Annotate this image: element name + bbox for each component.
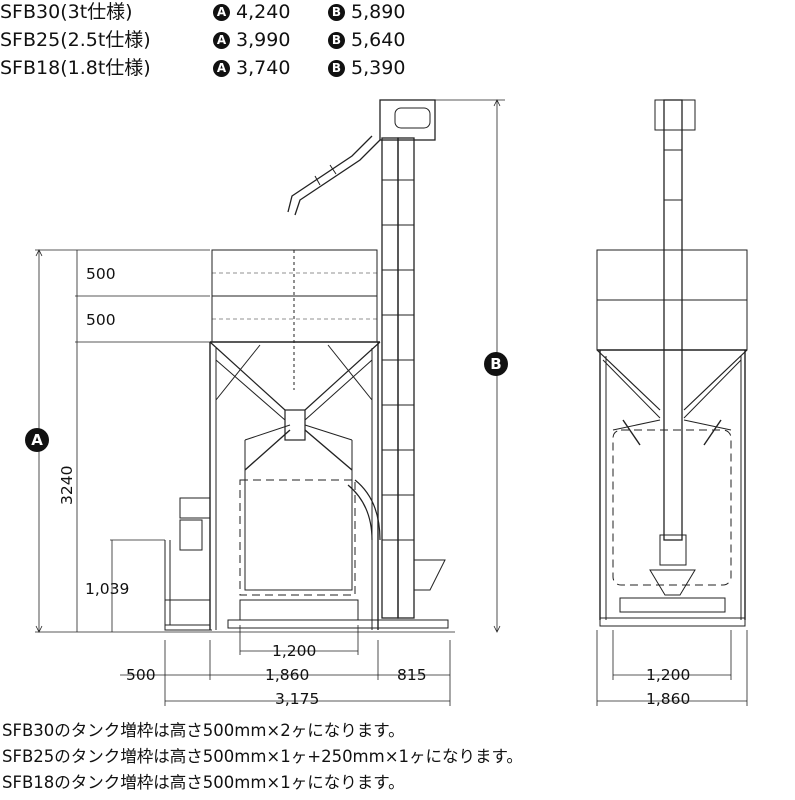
spec-model: SFB18(1.8t仕様) bbox=[0, 57, 151, 79]
spec-model: SFB25(2.5t仕様) bbox=[0, 29, 151, 51]
spec-b-value: 5,890 bbox=[351, 1, 406, 23]
dim-hopper-height: 1,039 bbox=[85, 580, 130, 598]
note-line: SFB30のタンク増枠は高さ500mm×2ヶになります。 bbox=[2, 721, 405, 740]
spec-row: SFB25(2.5t仕様) A 3,990 B 5,640 bbox=[0, 29, 405, 51]
spec-a-value: 3,990 bbox=[236, 29, 291, 51]
badge-a-icon: A bbox=[213, 4, 230, 21]
spec-b-value: 5,390 bbox=[351, 57, 406, 79]
dim-height-a-value: 3240 bbox=[58, 465, 76, 505]
spec-a-value: 3,740 bbox=[236, 57, 291, 79]
spec-model: SFB30(3t仕様) bbox=[0, 1, 133, 23]
dim-side-bag: 1,200 bbox=[272, 642, 317, 660]
spec-a: A 4,240 bbox=[213, 1, 290, 23]
dim-side-total: 3,175 bbox=[275, 690, 320, 708]
spec-a: A 3,740 bbox=[213, 57, 290, 79]
spec-a: A 3,990 bbox=[213, 29, 290, 51]
spec-b: B 5,890 bbox=[328, 1, 405, 23]
badge-b-icon: B bbox=[328, 4, 345, 21]
height-b-icon: B bbox=[484, 352, 508, 376]
badge-b-icon: B bbox=[328, 60, 345, 77]
badge-a-icon: A bbox=[213, 60, 230, 77]
badge-b-icon: B bbox=[328, 32, 345, 49]
dim-side-right: 815 bbox=[397, 666, 427, 684]
spec-b: B 5,390 bbox=[328, 57, 405, 79]
badge-a-icon: A bbox=[213, 32, 230, 49]
front-view bbox=[596, 99, 748, 706]
dim-side-left: 500 bbox=[126, 666, 156, 684]
dim-front-bag: 1,200 bbox=[646, 666, 691, 684]
dim-side-frame: 1,860 bbox=[265, 666, 310, 684]
note-line: SFB18のタンク増枠は高さ500mm×1ヶになります。 bbox=[2, 773, 405, 792]
dim-ext-2: 500 bbox=[86, 311, 116, 329]
spec-row: SFB18(1.8t仕様) A 3,740 B 5,390 bbox=[0, 57, 405, 79]
spec-row: SFB30(3t仕様) A 4,240 B 5,890 bbox=[0, 1, 405, 23]
note-line: SFB25のタンク増枠は高さ500mm×1ヶ+250mm×1ヶになります。 bbox=[2, 747, 523, 766]
spec-b: B 5,640 bbox=[328, 29, 405, 51]
spec-a-value: 4,240 bbox=[236, 1, 291, 23]
side-view bbox=[35, 99, 505, 706]
dim-ext-1: 500 bbox=[86, 265, 116, 283]
dim-front-frame: 1,860 bbox=[646, 690, 691, 708]
spec-b-value: 5,640 bbox=[351, 29, 406, 51]
height-a-icon: A bbox=[25, 428, 49, 452]
